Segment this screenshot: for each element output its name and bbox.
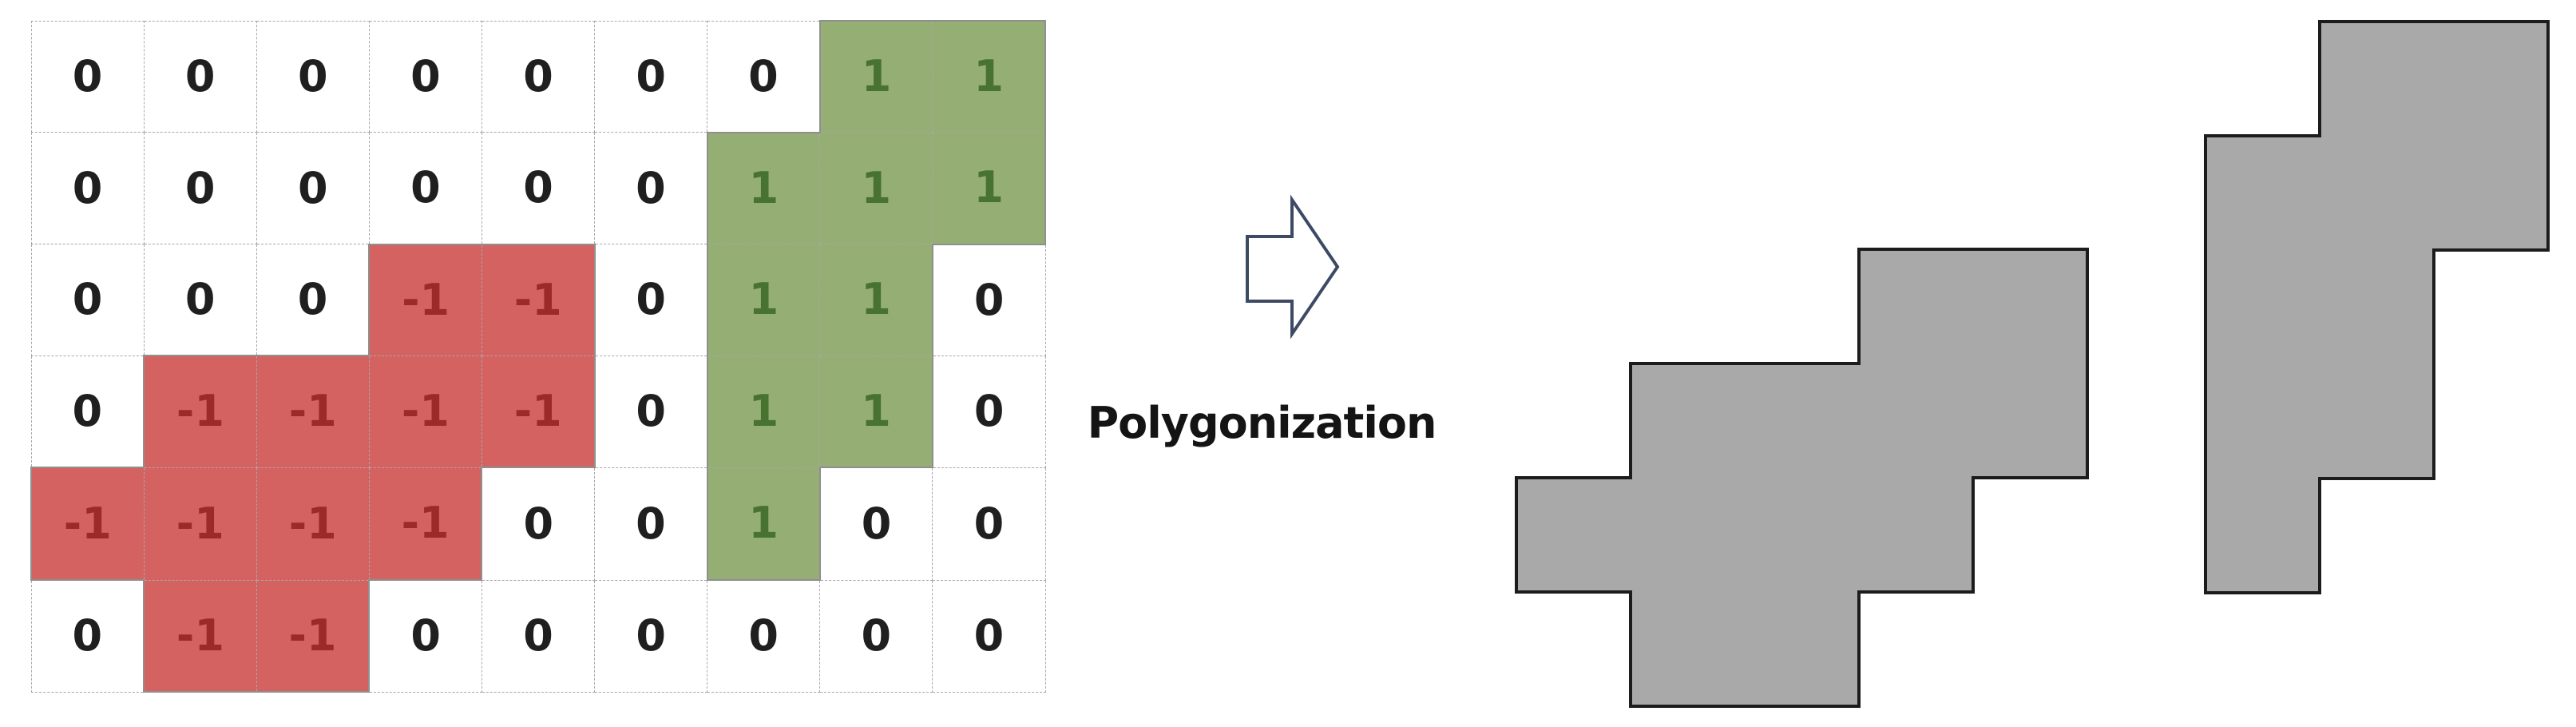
grid-cell: 1 <box>819 132 933 245</box>
polygonization-label: Polygonization <box>1087 398 1437 448</box>
grid-cell: -1 <box>481 243 596 356</box>
grid-cell: 0 <box>143 132 257 245</box>
grid-cell: 1 <box>706 244 821 356</box>
grid-cell: -1 <box>30 467 145 582</box>
grid-cell: 0 <box>368 579 482 693</box>
grid-cell: 0 <box>932 355 1046 468</box>
grid-cell: 0 <box>594 355 708 468</box>
right-arrow-icon <box>1246 194 1340 340</box>
grid-cell: 0 <box>594 467 708 581</box>
grid-cell: 1 <box>932 132 1047 245</box>
grid-cell: 0 <box>481 467 596 581</box>
grid-cell: 0 <box>707 579 821 693</box>
grid-cell: 0 <box>30 20 145 133</box>
grid-cell: 1 <box>818 20 933 133</box>
grid-cell: -1 <box>368 467 483 582</box>
grid-cell: -1 <box>256 355 370 468</box>
grid-cell: -1 <box>368 243 482 356</box>
grid-cell: -1 <box>256 579 371 693</box>
grid-cell: -1 <box>143 467 257 581</box>
grid-cell: 1 <box>932 20 1047 133</box>
grid-cell: 0 <box>481 579 596 693</box>
grid-cell: 0 <box>481 20 596 133</box>
grid-cell: -1 <box>143 579 257 693</box>
grid-cell: 0 <box>594 20 708 133</box>
grid-cell: 0 <box>30 132 145 245</box>
grid-cell: 1 <box>819 355 933 469</box>
left-region-polygon <box>1515 248 2089 708</box>
grid-cell: -1 <box>143 355 257 468</box>
grid-cell: 0 <box>819 579 933 693</box>
grid-cell: 0 <box>256 244 370 356</box>
grid-cell: 0 <box>256 20 370 133</box>
grid-cell: 1 <box>706 355 821 468</box>
grid-cell: -1 <box>256 467 370 581</box>
grid-cell: -1 <box>368 355 482 468</box>
grid-cell: 0 <box>819 467 933 581</box>
grid-cell: 0 <box>30 579 145 693</box>
grid-cell: 0 <box>143 244 257 356</box>
grid-cell: 0 <box>932 244 1046 356</box>
grid-cell: 0 <box>143 20 257 133</box>
grid-cell: 0 <box>594 579 708 693</box>
grid-cell: -1 <box>481 355 596 469</box>
grid-cell: 0 <box>932 579 1046 693</box>
right-region-polygon <box>2204 20 2550 594</box>
grid-cell: 1 <box>819 244 933 356</box>
grid-cell: 1 <box>706 467 821 582</box>
grid-cell: 0 <box>481 132 596 245</box>
grid-cell: 0 <box>594 244 708 356</box>
grid-cell: 0 <box>932 467 1046 581</box>
